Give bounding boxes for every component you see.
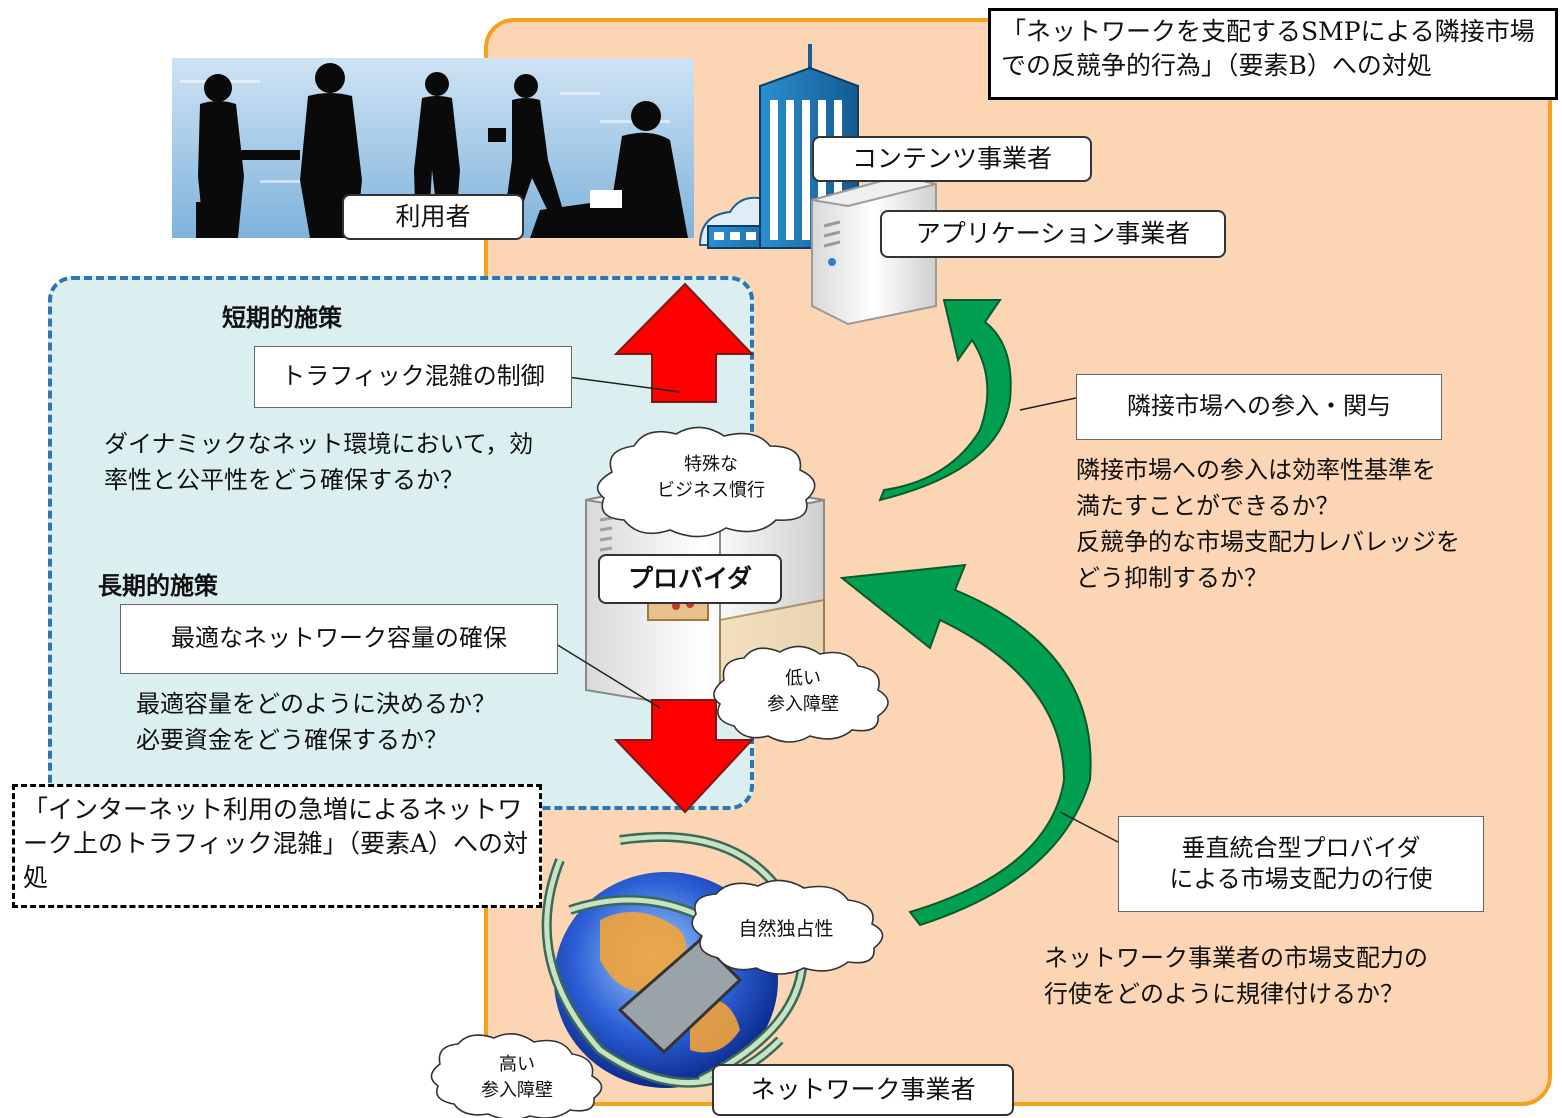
adjacent-market-box: 隣接市場への参入・関与 [1076, 374, 1442, 440]
zone-a-title: 「インターネット利用の急増によるネットワーク上のトラフィック混雑」（要素A）への… [12, 784, 542, 908]
business-practice-cloud-label: 特殊な ビジネス慣行 [657, 454, 765, 502]
short-term-heading: 短期的施策 [222, 304, 342, 332]
capacity-box: 最適なネットワーク容量の確保 [120, 604, 558, 674]
users-photo [172, 58, 694, 238]
high-barrier-cloud-label: 高い 参入障壁 [481, 1054, 553, 1102]
adjacent-market-question: 隣接市場への参入は効率性基準を 満たすことができるか？ 反競争的な市場支配力レバ… [1076, 456, 1460, 592]
vertical-integration-box: 垂直統合型プロバイダ による市場支配力の行使 [1118, 816, 1484, 912]
leader-lines [555, 375, 1119, 843]
red-double-arrow [613, 282, 755, 814]
traffic-control-box: トラフィック混雑の制御 [254, 346, 572, 408]
clouds [430, 426, 889, 1118]
long-term-question: 最適容量をどのように決めるか？ 必要資金をどう確保するか？ [136, 690, 496, 754]
natural-monopoly-cloud-label: 自然独占性 [738, 918, 834, 940]
user-label: 利用者 [342, 194, 524, 240]
zone-b-title: 「ネットワークを支配するSMPによる隣接市場での反競争的行為」（要素B）への対処 [988, 8, 1558, 100]
green-arrow-adjacent [878, 299, 1012, 502]
content-provider-label: コンテンツ事業者 [812, 136, 1092, 182]
application-provider-label: アプリケーション事業者 [880, 210, 1226, 258]
low-barrier-cloud-label: 低い 参入障壁 [767, 668, 839, 716]
provider-label: プロバイダ [598, 554, 782, 604]
short-term-question: ダイナミックなネット環境において，効 率性と公平性をどう確保するか？ [104, 430, 534, 494]
vertical-integration-question: ネットワーク事業者の市場支配力の 行使をどのように規律付けるか？ [1044, 944, 1428, 1008]
long-term-heading: 長期的施策 [98, 572, 218, 600]
green-arrow-vertical [839, 563, 1092, 927]
network-operator-label: ネットワーク事業者 [712, 1064, 1014, 1116]
